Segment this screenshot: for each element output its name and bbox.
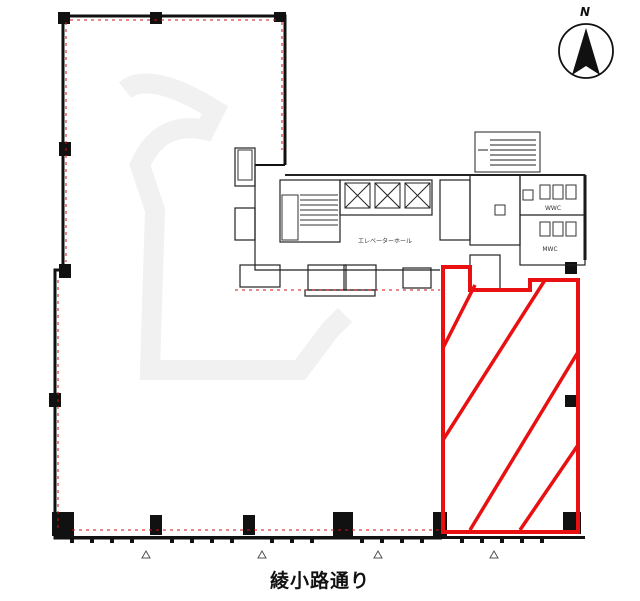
highlighted-area bbox=[441, 265, 580, 534]
faint-watermark bbox=[118, 73, 353, 380]
entrance-markers bbox=[141, 549, 499, 559]
elevators-icon bbox=[344, 182, 431, 209]
stairs-icon bbox=[281, 194, 338, 241]
elevator-hall-label: エレベーターホール bbox=[358, 237, 412, 245]
mwc-label: MWC bbox=[542, 246, 557, 253]
exterior-stairs-icon bbox=[474, 131, 541, 173]
north-label: N bbox=[580, 5, 591, 19]
toilet-fixtures bbox=[494, 184, 577, 237]
core-area bbox=[234, 147, 586, 271]
facade-ticks bbox=[55, 536, 585, 543]
red-traces bbox=[57, 19, 440, 531]
wwc-label: WWC bbox=[545, 205, 561, 212]
street-name-label: 綾小路通り bbox=[269, 570, 370, 592]
north-arrow-icon bbox=[558, 23, 614, 79]
